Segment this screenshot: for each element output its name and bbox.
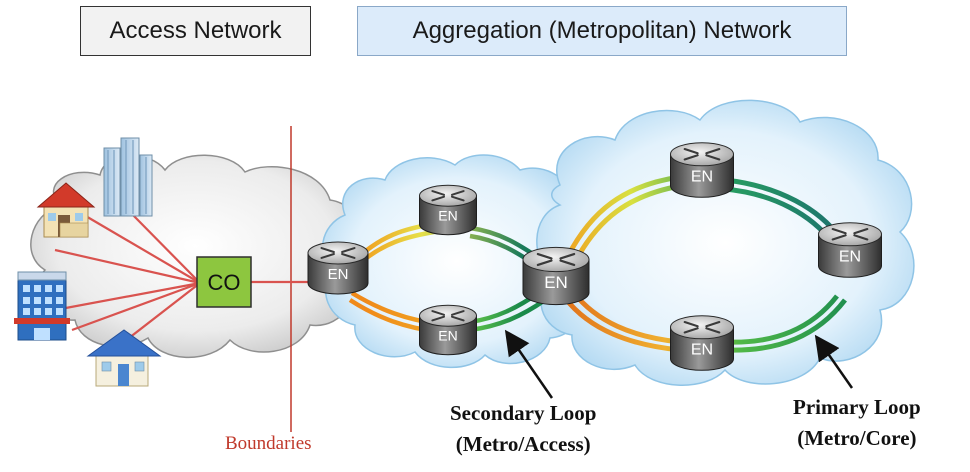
router-label: EN [438,327,457,343]
router-label: EN [691,342,713,359]
aggregation-network-title: Aggregation (Metropolitan) Network [412,17,792,44]
router-icon-pri-bottom: EN [670,315,734,371]
access-network-header: Access Network [80,6,311,56]
arrow-primary-loop [814,334,854,389]
co-label: CO [208,270,241,295]
aggregation-network-header: Aggregation (Metropolitan) Network [357,6,847,56]
secondary-loop-label: Secondary Loop (Metro/Access) [450,398,596,460]
secondary-loop-line2: (Metro/Access) [455,432,591,456]
router-label: EN [438,207,457,223]
router-icon-hub: EN [522,246,590,306]
access-network-title: Access Network [109,17,282,44]
router-label: EN [328,266,349,283]
house-blue-roof-icon [86,329,162,387]
router-icon-sec-bottom: EN [419,304,477,356]
secondary-loop-line1: Secondary Loop [450,401,597,425]
router-icon-edge-access: EN [307,241,369,295]
office-building-icon [14,271,70,341]
primary-loop-line1: Primary Loop [793,395,921,419]
router-label: EN [691,169,713,186]
access-links [54,209,318,346]
house-red-roof-icon [36,182,96,238]
router-icon-pri-right: EN [818,222,882,278]
router-label: EN [544,273,568,292]
router-icon-pri-top: EN [670,142,734,198]
boundaries-label: Boundaries [225,433,312,454]
primary-loop-label: Primary Loop (Metro/Core) [793,392,921,454]
primary-loop-ring [562,174,847,353]
central-office-box: CO [196,256,252,308]
router-label: EN [839,249,861,266]
primary-loop-line2: (Metro/Core) [797,426,917,450]
router-icon-sec-top: EN [419,184,477,236]
arrow-secondary-loop [504,329,554,399]
office-tower-icon [103,137,153,217]
